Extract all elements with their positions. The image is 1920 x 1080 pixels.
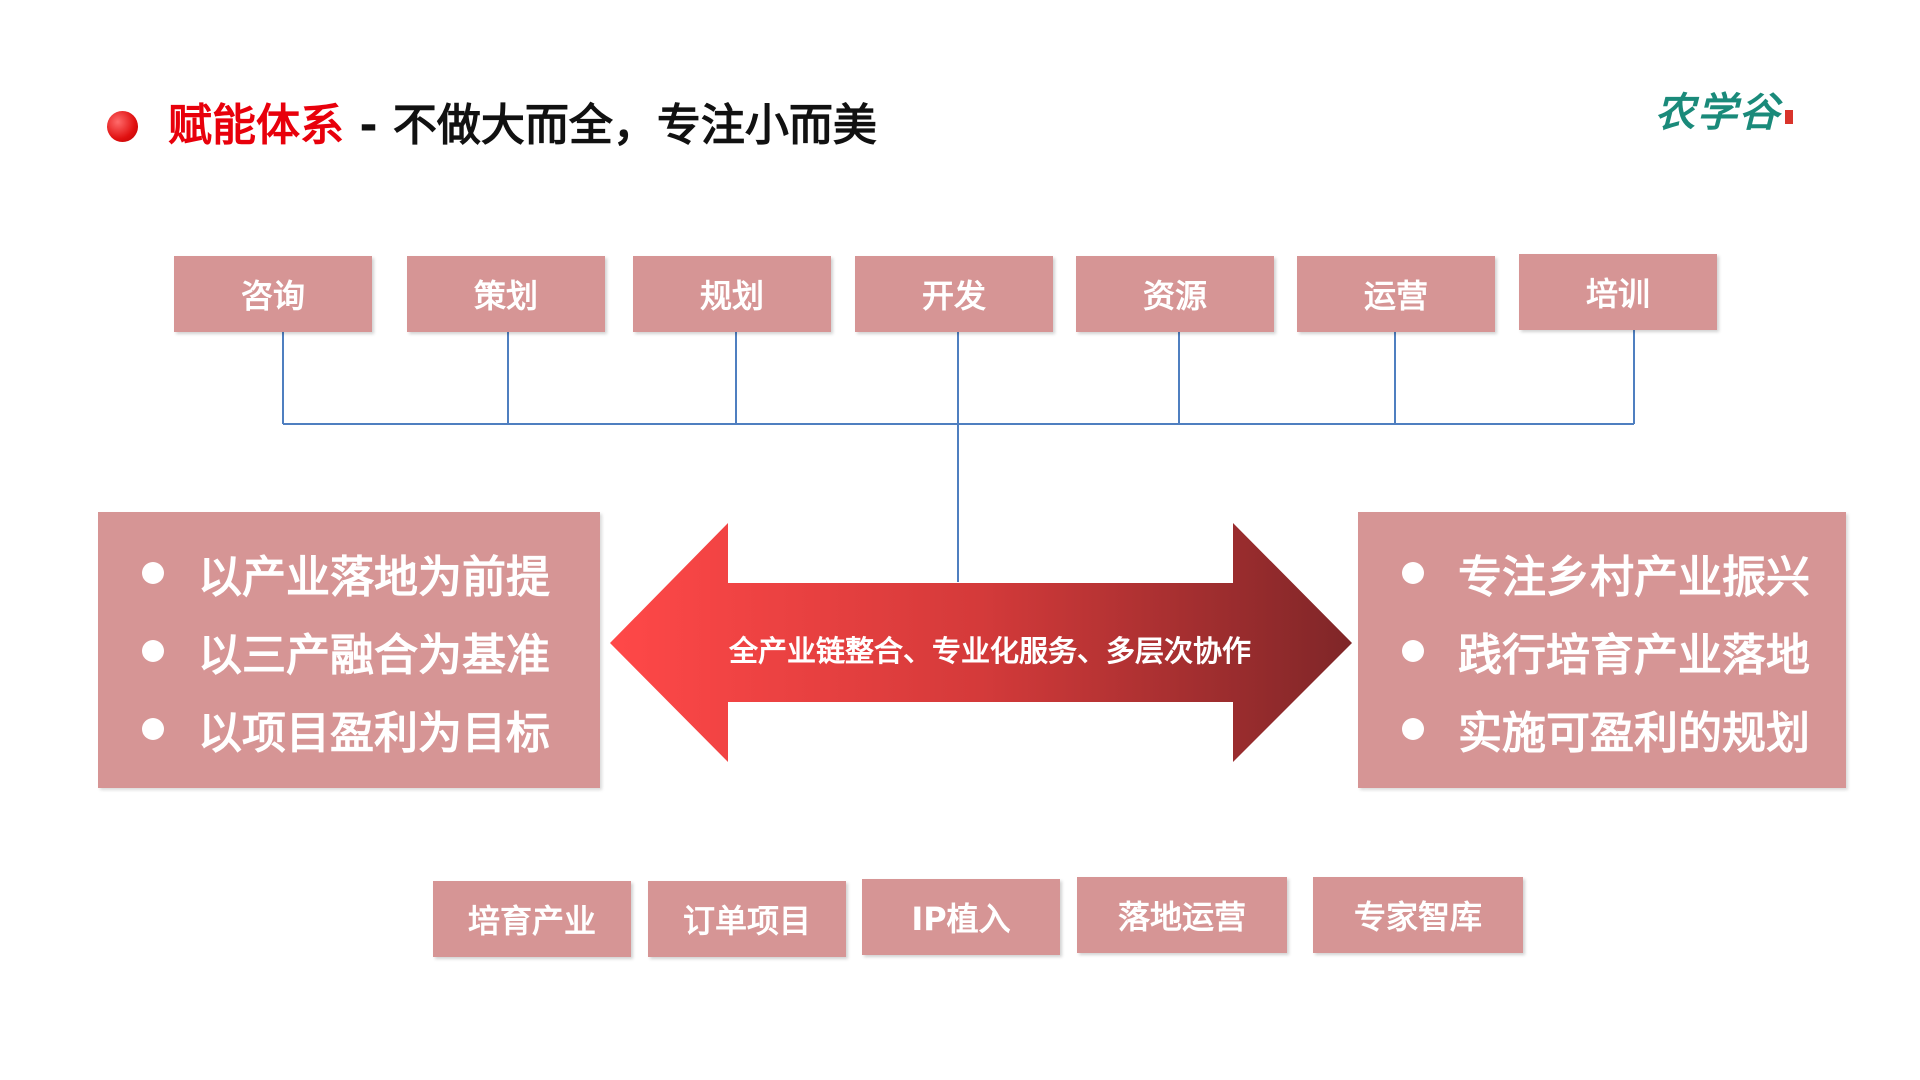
top-box-training: 培训 [1519, 254, 1717, 330]
bottom-box-expert-think-tank: 专家智库 [1313, 877, 1523, 953]
bullet-icon [142, 718, 164, 740]
right-panel-list: 专注乡村产业振兴 践行培育产业落地 实施可盈利的规划 [1402, 534, 1810, 768]
bullet-icon [1402, 640, 1424, 662]
bottom-box-ip-placement: IP植入 [862, 879, 1060, 955]
logo: 农学谷 [1655, 84, 1805, 136]
bullet-icon [1402, 718, 1424, 740]
bottom-box-cultivate-industry: 培育产业 [433, 881, 631, 957]
bullet-icon [1402, 562, 1424, 584]
list-item: 以产业落地为前提 [142, 534, 550, 612]
bullet-icon [142, 640, 164, 662]
list-item: 专注乡村产业振兴 [1402, 534, 1810, 612]
bottom-box-order-projects: 订单项目 [648, 881, 846, 957]
left-panel-list: 以产业落地为前提 以三产融合为基准 以项目盈利为目标 [142, 534, 550, 768]
bullet-icon [142, 562, 164, 584]
logo-text: 农学谷 [1655, 89, 1781, 136]
list-item-text: 践行培育产业落地 [1458, 630, 1810, 681]
double-arrow-shape [610, 523, 1352, 762]
list-item-text: 以三产融合为基准 [198, 630, 550, 681]
title-rest: - 不做大而全，专注小而美 [344, 100, 877, 151]
list-item: 以三产融合为基准 [142, 612, 550, 690]
top-box-development: 开发 [855, 256, 1053, 332]
top-box-resources: 资源 [1076, 256, 1274, 332]
top-box-operation: 运营 [1297, 256, 1495, 332]
list-item: 以项目盈利为目标 [142, 690, 550, 768]
left-panel: 以产业落地为前提 以三产融合为基准 以项目盈利为目标 [98, 512, 600, 788]
top-box-design: 规划 [633, 256, 831, 332]
title-accent: 赋能体系 [168, 100, 344, 151]
list-item-text: 以产业落地为前提 [198, 552, 550, 603]
bottom-box-landing-operation: 落地运营 [1077, 877, 1287, 953]
list-item-text: 实施可盈利的规划 [1458, 708, 1810, 759]
page-title: 赋能体系 - 不做大而全，专注小而美 [168, 96, 877, 156]
logo-seal-icon [1785, 110, 1793, 124]
list-item-text: 专注乡村产业振兴 [1458, 552, 1810, 603]
title-bullet-icon [107, 111, 138, 142]
list-item: 实施可盈利的规划 [1402, 690, 1810, 768]
right-panel: 专注乡村产业振兴 践行培育产业落地 实施可盈利的规划 [1358, 512, 1846, 788]
list-item-text: 以项目盈利为目标 [198, 708, 550, 759]
top-box-planning: 策划 [407, 256, 605, 332]
list-item: 践行培育产业落地 [1402, 612, 1810, 690]
arrow-label: 全产业链整合、专业化服务、多层次协作 [728, 634, 1251, 668]
top-box-consulting: 咨询 [174, 256, 372, 332]
connector-lines [282, 330, 1635, 582]
